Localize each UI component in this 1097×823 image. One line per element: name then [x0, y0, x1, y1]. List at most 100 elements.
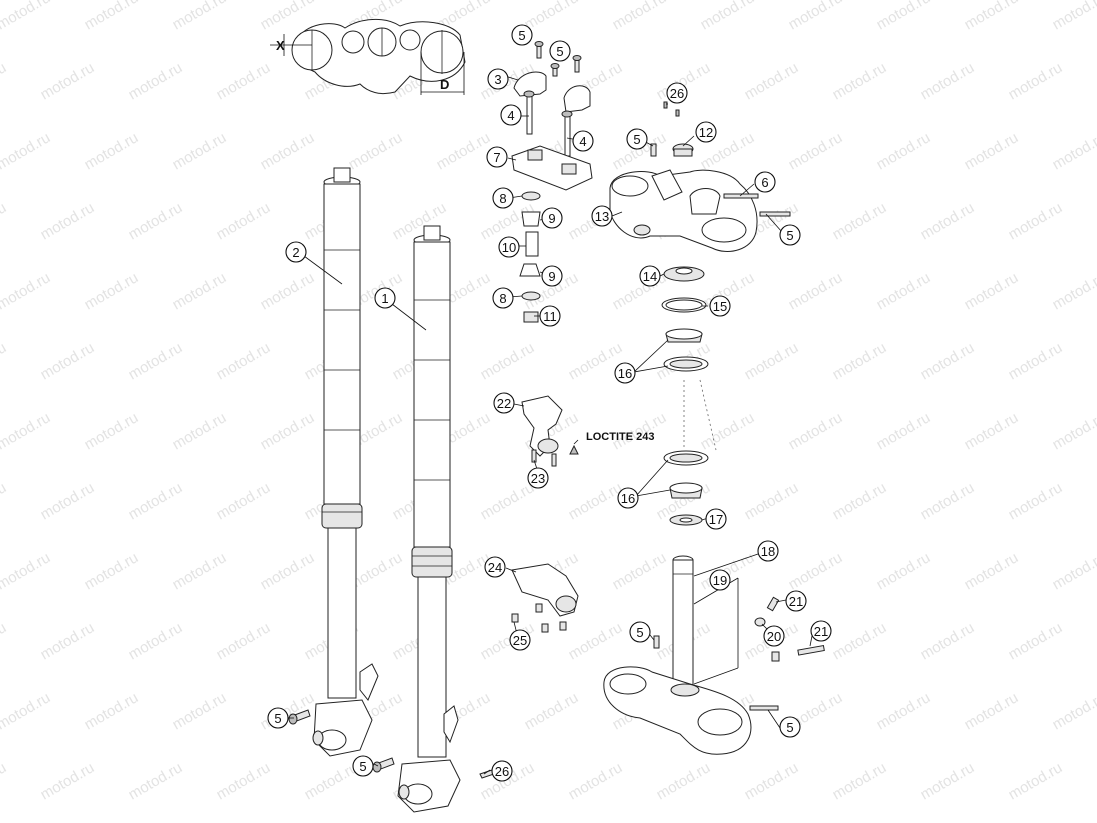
callout-number: 8: [499, 291, 506, 306]
watermark-text: motod.ru: [38, 339, 98, 383]
callout-circle: [626, 128, 648, 150]
watermark-text: motod.ru: [1050, 689, 1097, 733]
callout-number: 5: [274, 711, 281, 726]
watermark-text: motod.ru: [830, 339, 890, 383]
watermark-text: motod.ru: [0, 0, 53, 33]
callout-21: 21: [785, 590, 807, 612]
watermark-text: motod.ru: [962, 689, 1022, 733]
watermark-text: motod.ru: [0, 269, 53, 313]
callout-circle: [539, 305, 561, 327]
upper-triple-clamp: [609, 101, 791, 252]
callout-number: 16: [618, 366, 632, 381]
watermark-text: motod.ru: [610, 549, 670, 593]
watermark-text: motod.ru: [478, 479, 538, 523]
callout-number: 19: [713, 573, 727, 588]
callout-circle: [492, 287, 514, 309]
watermark-text: motod.ru: [126, 199, 186, 243]
watermark-text: motod.ru: [962, 269, 1022, 313]
watermark-text: motod.ru: [874, 0, 934, 33]
watermark-text: motod.ru: [918, 479, 978, 523]
callout-circle: [498, 236, 520, 258]
callout-number: 5: [786, 720, 793, 735]
watermark-text: motod.ru: [962, 129, 1022, 173]
callout-circle: [541, 265, 563, 287]
callout-4: 4: [572, 130, 594, 152]
watermark-text: motod.ru: [742, 759, 802, 803]
callout-number: 21: [814, 624, 828, 639]
dimension-d-label: D: [440, 77, 449, 92]
callout-23: 23: [527, 467, 549, 489]
watermark-text: motod.ru: [698, 0, 758, 33]
watermark-text: motod.ru: [522, 0, 582, 33]
watermark-text: motod.ru: [214, 619, 274, 663]
callout-number: 26: [495, 764, 509, 779]
callout-number: 8: [499, 191, 506, 206]
callout-circle: [491, 760, 513, 782]
callout-circle: [666, 82, 688, 104]
callout-number: 13: [595, 209, 609, 224]
watermark-text: motod.ru: [82, 0, 142, 33]
watermark-text: motod.ru: [38, 619, 98, 663]
watermark-text: motod.ru: [0, 619, 9, 663]
callout-9: 9: [541, 265, 563, 287]
watermark-text: motod.ru: [82, 549, 142, 593]
callout-circle: [779, 716, 801, 738]
watermark-text: motod.ru: [0, 759, 9, 803]
callout-number: 24: [488, 560, 502, 575]
callout-circle: [705, 508, 727, 530]
callout-number: 5: [518, 28, 525, 43]
callout-26: 26: [491, 760, 513, 782]
callout-14: 14: [639, 265, 661, 287]
callout-15: 15: [709, 295, 731, 317]
callout-1: 1: [374, 287, 396, 309]
callout-4: 4: [500, 104, 522, 126]
callout-circle: [492, 187, 514, 209]
watermark-text: motod.ru: [82, 409, 142, 453]
watermark-text: motod.ru: [918, 199, 978, 243]
watermark-text: motod.ru: [170, 409, 230, 453]
watermark-text: motod.ru: [170, 269, 230, 313]
number-plate-bracket: [521, 395, 579, 467]
callout-5: 5: [267, 707, 289, 729]
watermark-text: motod.ru: [786, 269, 846, 313]
watermark-text: motod.ru: [1006, 199, 1066, 243]
watermark-text: motod.ru: [126, 759, 186, 803]
callout-circle: [352, 755, 374, 777]
watermark-text: motod.ru: [214, 339, 274, 383]
callout-3: 3: [487, 68, 509, 90]
callout-circle: [374, 287, 396, 309]
callout-24: 24: [484, 556, 506, 578]
watermark-text: motod.ru: [1006, 59, 1066, 103]
watermark-text: motod.ru: [962, 409, 1022, 453]
watermark-text: motod.ru: [214, 479, 274, 523]
watermark-text: motod.ru: [962, 0, 1022, 33]
watermark-text: motod.ru: [1050, 409, 1097, 453]
callout-circle: [695, 121, 717, 143]
watermark-text: motod.ru: [786, 129, 846, 173]
callout-13: 13: [591, 205, 613, 227]
callout-layer: 1234455555555678899101112131415161617181…: [267, 24, 832, 782]
fork-leg-right: [397, 225, 461, 813]
watermark-text: motod.ru: [830, 619, 890, 663]
callout-16: 16: [617, 487, 639, 509]
watermark-text: motod.ru: [302, 759, 362, 803]
watermark-text: motod.ru: [38, 59, 98, 103]
callout-number: 18: [761, 544, 775, 559]
watermark-text: motod.ru: [478, 339, 538, 383]
callout-number: 15: [713, 299, 727, 314]
callout-5: 5: [779, 716, 801, 738]
watermark-text: motod.ru: [0, 409, 53, 453]
watermark-text: motod.ru: [1094, 479, 1097, 523]
loctite-note: LOCTITE 243: [586, 431, 654, 443]
callout-number: 14: [643, 269, 657, 284]
callout-6: 6: [754, 171, 776, 193]
callout-9: 9: [541, 207, 563, 229]
watermark-text: motod.ru: [874, 549, 934, 593]
callout-circle: [629, 621, 651, 643]
watermark-text: motod.ru: [258, 409, 318, 453]
watermark-text: motod.ru: [0, 479, 9, 523]
watermark-text: motod.ru: [38, 759, 98, 803]
callout-number: 21: [789, 594, 803, 609]
callout-circle: [810, 620, 832, 642]
